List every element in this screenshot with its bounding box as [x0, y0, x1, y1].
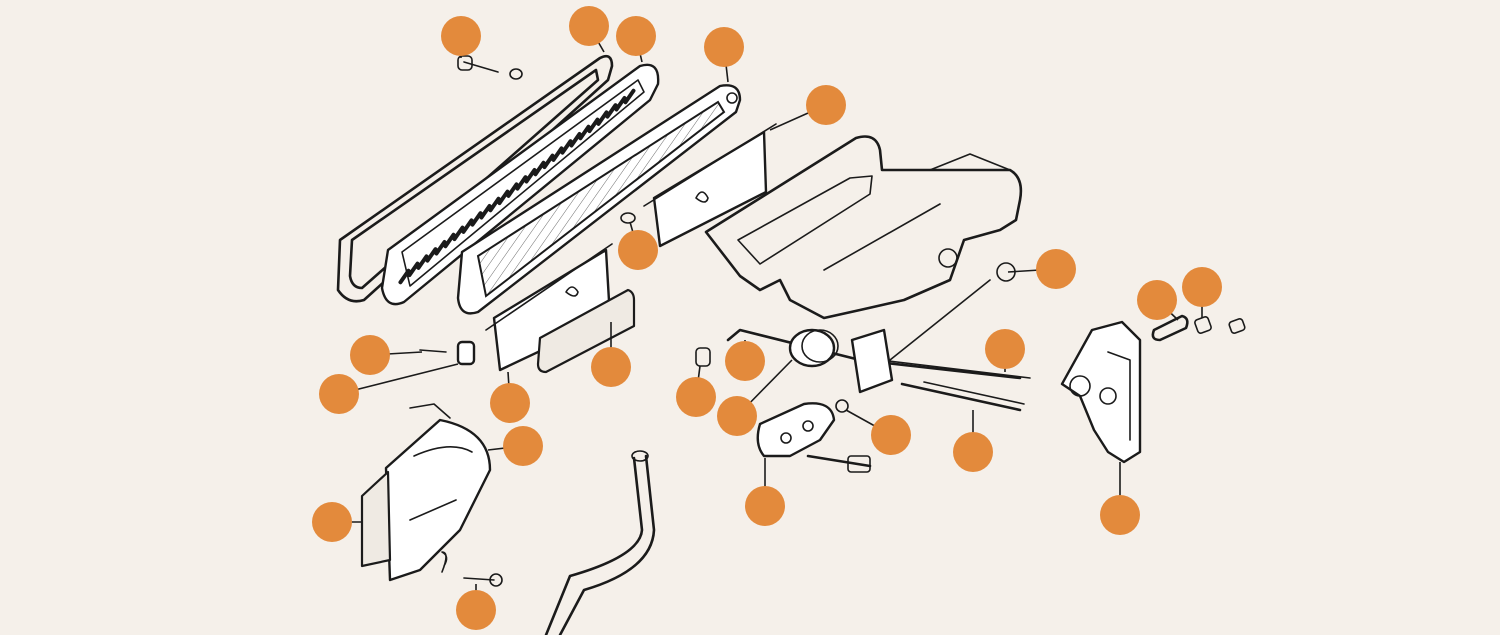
louver-slot — [524, 167, 537, 184]
louver-slot — [398, 268, 411, 285]
callout-dot[interactable] — [704, 27, 744, 67]
louver-slot — [425, 247, 438, 263]
rubber-seal — [336, 54, 614, 303]
callout-marker[interactable] — [676, 377, 716, 417]
louver-slot — [614, 95, 627, 112]
callout-marker[interactable] — [616, 16, 656, 56]
callout-dot[interactable] — [616, 16, 656, 56]
callout-marker[interactable] — [312, 502, 352, 542]
callout-marker[interactable] — [1182, 267, 1222, 307]
callout-marker[interactable] — [725, 341, 765, 381]
callout-dot[interactable] — [871, 415, 911, 455]
louver-slot — [479, 203, 492, 220]
callout-dot[interactable] — [1100, 495, 1140, 535]
rubber-bellows — [788, 328, 894, 394]
hardware — [419, 55, 849, 587]
louver-slot — [623, 88, 636, 105]
small-flap-door — [485, 243, 636, 374]
callout-marker[interactable] — [704, 27, 744, 67]
grille-louvers — [398, 88, 636, 285]
louver-slot — [578, 124, 591, 141]
louver-slot — [407, 261, 420, 278]
louver-slot — [506, 182, 519, 198]
callout-dot[interactable] — [806, 85, 846, 125]
callout-dot[interactable] — [456, 590, 496, 630]
louver-slot — [443, 232, 456, 249]
callout-marker[interactable] — [871, 415, 911, 455]
callout-marker[interactable] — [569, 6, 609, 46]
callout-marker[interactable] — [985, 329, 1025, 369]
callout-marker[interactable] — [745, 486, 785, 526]
callout-markers — [312, 6, 1222, 630]
louver-slot — [605, 103, 618, 119]
louver-slot — [488, 196, 501, 213]
louver-slot — [416, 254, 429, 270]
louver-slot — [470, 211, 483, 227]
callout-dot[interactable] — [569, 6, 609, 46]
callout-dot[interactable] — [725, 341, 765, 381]
louver-slot — [587, 117, 600, 134]
callout-dot[interactable] — [985, 329, 1025, 369]
callout-marker[interactable] — [1137, 280, 1177, 320]
callout-marker[interactable] — [618, 230, 658, 270]
louver-slot — [452, 225, 465, 242]
callout-dot[interactable] — [717, 396, 757, 436]
callout-dot[interactable] — [591, 347, 631, 387]
louver-slot — [596, 110, 609, 126]
louver-slot — [569, 131, 582, 148]
mesh-frame — [456, 84, 742, 315]
louver-slot — [560, 139, 573, 155]
callout-dot[interactable] — [350, 335, 390, 375]
callout-dot[interactable] — [319, 374, 359, 414]
callout-marker[interactable] — [1100, 495, 1140, 535]
louvered-grille — [380, 63, 660, 306]
louver-slot — [434, 239, 447, 256]
callout-marker[interactable] — [806, 85, 846, 125]
callout-dot[interactable] — [503, 426, 543, 466]
callout-marker[interactable] — [350, 335, 390, 375]
louver-slot — [515, 175, 528, 191]
air-duct — [360, 403, 492, 582]
louver-slot — [542, 153, 555, 170]
callout-marker[interactable] — [490, 383, 530, 423]
louver-slot — [461, 218, 474, 234]
callout-dot[interactable] — [745, 486, 785, 526]
mounting-bracket — [756, 402, 872, 473]
callout-marker[interactable] — [441, 16, 481, 56]
control-lever-bracket — [1060, 314, 1246, 464]
large-flap-door — [643, 123, 777, 248]
callout-dot[interactable] — [490, 383, 530, 423]
callout-marker[interactable] — [1036, 249, 1076, 289]
callout-dot[interactable] — [676, 377, 716, 417]
leader-line — [338, 363, 459, 395]
callout-marker[interactable] — [503, 426, 543, 466]
callout-dot[interactable] — [618, 230, 658, 270]
louver-slot — [551, 146, 564, 162]
louver-slot — [533, 160, 546, 177]
louver-slot — [497, 189, 510, 206]
callout-dot[interactable] — [953, 432, 993, 472]
callout-dot[interactable] — [312, 502, 352, 542]
callout-marker[interactable] — [591, 347, 631, 387]
callout-marker[interactable] — [456, 590, 496, 630]
drain-pipe — [544, 450, 656, 635]
callout-marker[interactable] — [953, 432, 993, 472]
callout-dot[interactable] — [1137, 280, 1177, 320]
callout-dot[interactable] — [1036, 249, 1076, 289]
callout-dot[interactable] — [441, 16, 481, 56]
callout-marker[interactable] — [319, 374, 359, 414]
callout-marker[interactable] — [717, 396, 757, 436]
heater-housing — [704, 135, 1023, 320]
callout-dot[interactable] — [1182, 267, 1222, 307]
